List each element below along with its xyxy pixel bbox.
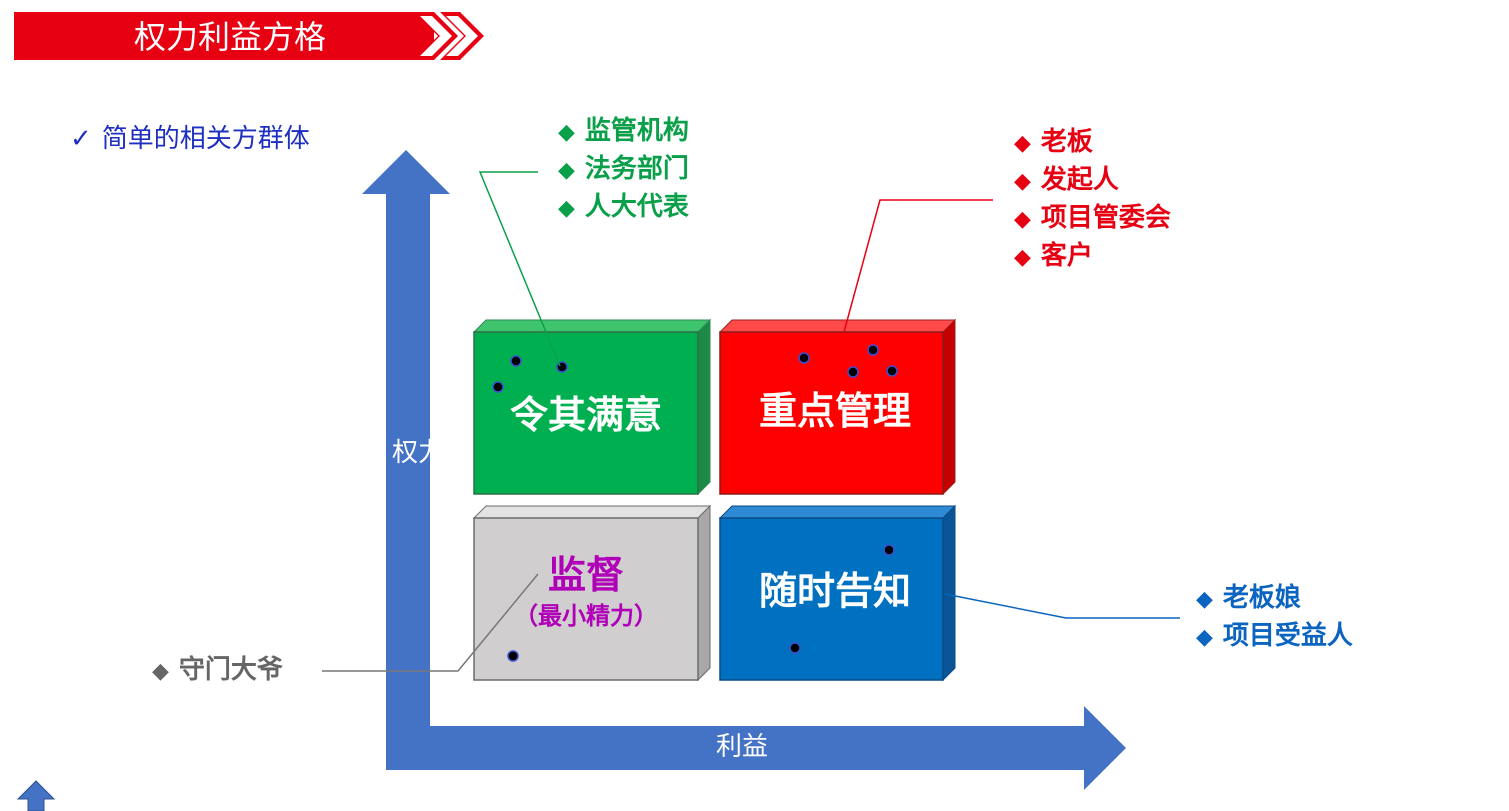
up-arrow-icon — [16, 780, 56, 811]
connector-green — [478, 171, 561, 367]
quadrant-sublabel-monitor: （最小精力） — [514, 601, 658, 630]
y-axis-label: 权力 — [392, 438, 445, 468]
diamond-icon: ◆ — [1014, 207, 1031, 232]
list-item: ◆人大代表 — [558, 192, 689, 222]
diamond-icon: ◆ — [1014, 245, 1031, 270]
axis-arrow — [362, 150, 1126, 790]
subtitle-text: 简单的相关方群体 — [101, 124, 310, 154]
list-item: ◆守门大爷 — [152, 655, 283, 685]
stakeholder-dot — [886, 365, 898, 377]
quadrant-keep-satisfied — [472, 318, 712, 496]
connector-gray — [322, 573, 539, 672]
quadrant-label-keep-informed: 随时告知 — [758, 568, 911, 613]
list-item: ◆客户 — [1014, 241, 1093, 271]
page-title: 权力利益方格 — [134, 18, 327, 56]
subtitle: ✓ 简单的相关方群体 — [70, 122, 310, 156]
connector-blue — [944, 593, 1180, 619]
diamond-icon: ◆ — [1014, 169, 1031, 194]
stakeholder-dot — [798, 352, 810, 364]
quadrant-manage-closely — [718, 318, 957, 496]
connector-red — [843, 199, 993, 333]
diamond-icon: ◆ — [558, 158, 575, 183]
chevron-right-icon — [414, 12, 484, 60]
list-item: ◆发起人 — [1014, 165, 1119, 195]
diamond-icon: ◆ — [1196, 625, 1213, 650]
list-item: ◆监管机构 — [558, 116, 689, 146]
quadrant-keep-informed — [718, 504, 957, 682]
stakeholder-group-red: ◆老板 ◆发起人 ◆项目管委会 ◆客户 — [1014, 124, 1171, 276]
quadrant-label-monitor: 监督 — [547, 552, 624, 597]
check-icon: ✓ — [70, 124, 92, 154]
list-item: ◆老板 — [1014, 127, 1093, 157]
list-item: ◆项目管委会 — [1014, 203, 1171, 233]
diamond-icon: ◆ — [558, 196, 575, 221]
x-axis-label: 利益 — [716, 732, 769, 762]
stakeholder-group-gray: ◆守门大爷 — [152, 652, 283, 690]
list-item: ◆项目受益人 — [1196, 621, 1353, 651]
stakeholder-dot — [789, 642, 801, 654]
diamond-icon: ◆ — [1196, 587, 1213, 612]
diamond-icon: ◆ — [558, 120, 575, 145]
stakeholder-group-green: ◆监管机构 ◆法务部门 ◆人大代表 — [558, 113, 689, 227]
title-banner — [14, 12, 434, 60]
stakeholder-group-blue: ◆老板娘 ◆项目受益人 — [1196, 580, 1353, 656]
stakeholder-dot — [867, 344, 879, 356]
stakeholder-dot — [883, 544, 895, 556]
stakeholder-dot — [847, 366, 859, 378]
diamond-icon: ◆ — [152, 659, 169, 684]
quadrant-label-keep-satisfied: 令其满意 — [509, 392, 662, 437]
list-item: ◆老板娘 — [1196, 583, 1301, 613]
stakeholder-dot — [492, 381, 504, 393]
quadrant-label-manage-closely: 重点管理 — [758, 388, 911, 433]
list-item: ◆法务部门 — [558, 154, 689, 184]
stakeholder-dot — [510, 355, 522, 367]
stakeholder-dot — [507, 650, 519, 662]
diamond-icon: ◆ — [1014, 131, 1031, 156]
